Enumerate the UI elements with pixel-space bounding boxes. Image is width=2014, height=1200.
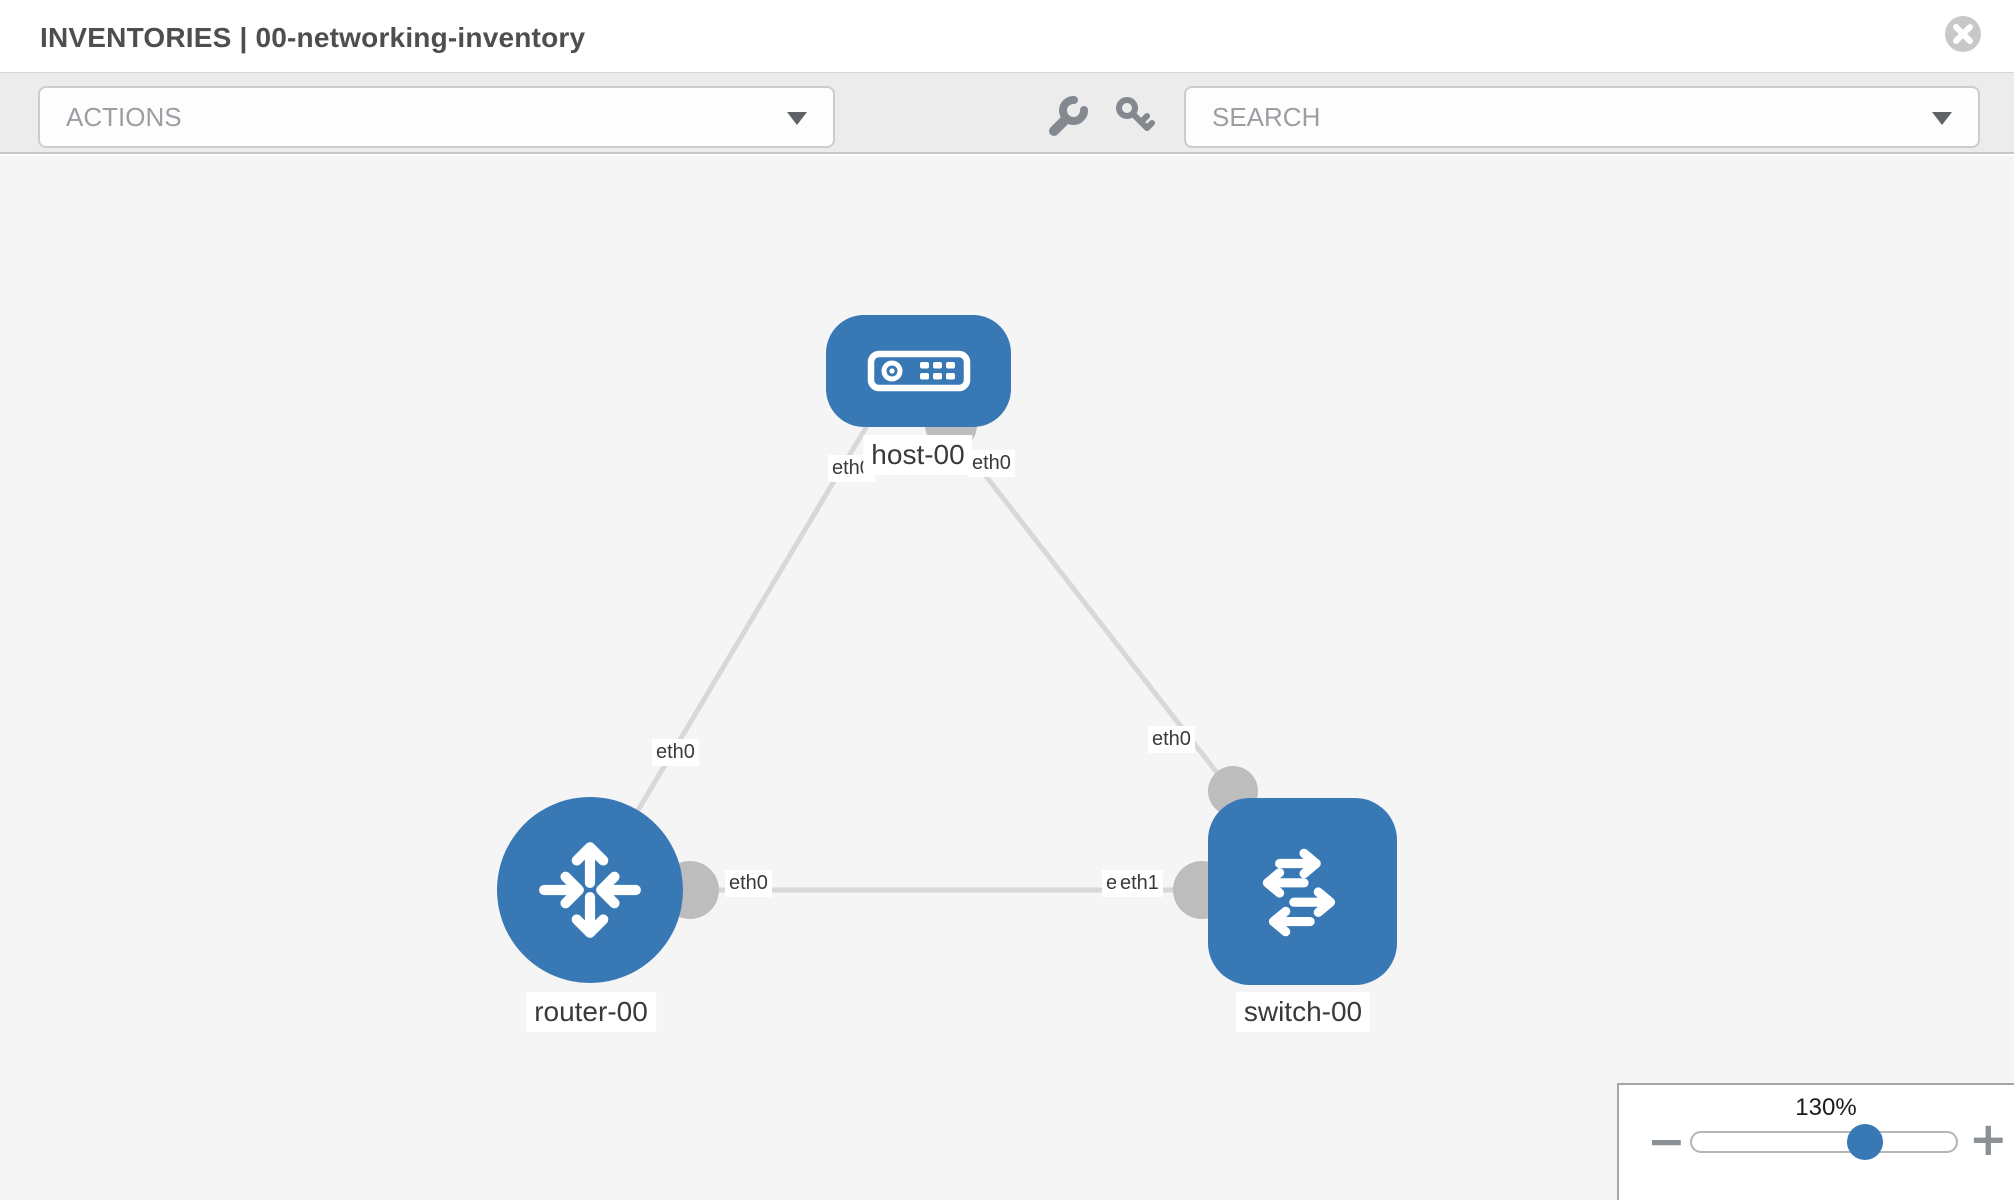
node-label-host-00: host-00: [863, 435, 973, 475]
wrench-icon: [1049, 96, 1088, 136]
close-button[interactable]: [1944, 15, 1982, 53]
actions-dropdown[interactable]: ACTIONS: [38, 86, 835, 148]
node-label-switch-00: switch-00: [1235, 992, 1371, 1032]
node-router-00[interactable]: [497, 797, 683, 983]
credentials-button[interactable]: [1111, 93, 1157, 139]
node-label-router-00: router-00: [526, 992, 656, 1032]
zoom-slider-thumb[interactable]: [1847, 1124, 1883, 1160]
node-host-00[interactable]: [826, 315, 1011, 427]
key-icon: [1116, 97, 1155, 131]
zoom-panel: 130% − +: [1617, 1083, 2014, 1200]
router-icon: [539, 842, 641, 938]
links-layer: [634, 399, 1258, 919]
node-switch-00[interactable]: [1208, 798, 1397, 985]
page-title: INVENTORIES | 00-networking-inventory: [40, 22, 586, 53]
topology-canvas[interactable]: eth0 host-00 eth0 eth0 eth0 eth0 eth0 et…: [0, 156, 2014, 1200]
actions-dropdown-label: ACTIONS: [66, 102, 182, 132]
port-label-router-link-eth0: eth0: [652, 739, 699, 766]
zoom-out-button[interactable]: −: [1647, 1114, 1686, 1168]
toolbar: ACTIONS SEARCH: [0, 72, 2014, 154]
caret-down-icon: [787, 112, 807, 125]
close-icon: [1945, 16, 1981, 52]
search-dropdown[interactable]: SEARCH: [1184, 86, 1980, 148]
port-label-switch-eth1: eth1: [1116, 870, 1163, 897]
port-label-switch-link-eth0: eth0: [1148, 726, 1195, 753]
zoom-level: 130%: [1795, 1094, 1857, 1121]
zoom-in-button[interactable]: +: [1969, 1112, 2008, 1166]
zoom-slider-track[interactable]: [1690, 1124, 1958, 1160]
port-label-switch-overlapped: eth0 eth1: [1102, 870, 1174, 897]
host-icon: [867, 350, 970, 392]
switch-icon: [1262, 848, 1335, 936]
header: INVENTORIES | 00-networking-inventory: [0, 0, 2014, 72]
port-label-router-eth0: eth0: [725, 870, 772, 897]
search-dropdown-label: SEARCH: [1212, 102, 1321, 132]
caret-down-icon: [1932, 112, 1952, 125]
port-label-host-eth0: eth0: [968, 450, 1015, 477]
tools-button[interactable]: [1044, 93, 1090, 139]
